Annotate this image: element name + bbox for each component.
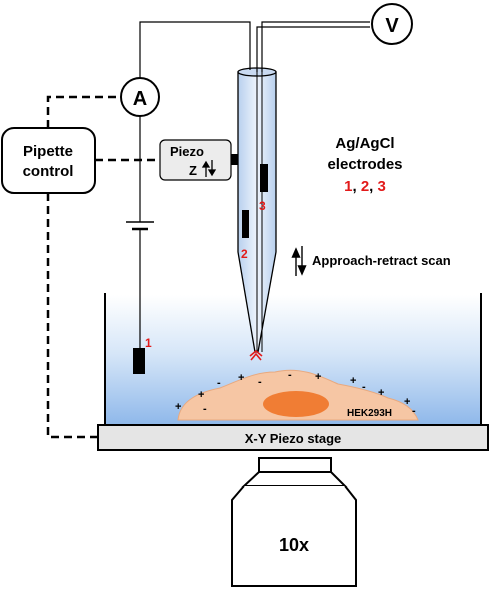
objective-label: 10x: [279, 535, 309, 555]
svg-text:-: -: [412, 405, 416, 417]
electrode-separator-1: ,: [352, 178, 360, 195]
electrode-1-marker: 1: [145, 336, 152, 350]
svg-text:-: -: [362, 381, 366, 393]
electrode-separator-2: ,: [369, 178, 377, 195]
pipette-control-line1: Pipette: [23, 143, 73, 160]
dashed-line-control-stage: [46, 193, 98, 439]
svg-text:+: +: [350, 375, 356, 387]
electrode-3-marker: 3: [259, 199, 266, 213]
piezo-label: Piezo: [170, 144, 204, 159]
pipette-tip: [249, 349, 263, 361]
svg-text:-: -: [288, 369, 292, 381]
cell-label: HEK293H: [347, 408, 392, 419]
dashed-line-control-ammeter: [46, 95, 121, 128]
svg-text:+: +: [378, 387, 384, 399]
stage-label: X-Y Piezo stage: [245, 431, 342, 446]
scan-label: Approach-retract scan: [312, 253, 451, 268]
pipette-control-line2: control: [23, 163, 74, 180]
pipette-control-box: [1, 127, 96, 194]
cell-nucleus: [263, 391, 329, 417]
wire-pipette-voltmeter-1: [256, 26, 370, 72]
electrode-2-marker: 2: [241, 247, 248, 261]
xy-piezo-stage: [97, 424, 489, 451]
objective-body: [231, 485, 357, 587]
electrode-2: [242, 210, 249, 238]
electrode-number-3: 3: [378, 178, 386, 195]
electrode-number-1: 1: [344, 178, 352, 195]
svg-text:+: +: [198, 389, 204, 401]
electrodes-title-line1: Ag/AgCl: [335, 135, 394, 152]
svg-text:-: -: [217, 377, 221, 389]
piezo-clamp: [231, 154, 238, 165]
svg-text:-: -: [203, 403, 207, 415]
svg-text:+: +: [238, 372, 244, 384]
cell-charges: + + + - - - + + - + + - -: [175, 369, 416, 417]
approach-retract-arrows-icon: [291, 246, 307, 276]
objective-neck: [241, 471, 348, 487]
electrode-number-2: 2: [361, 178, 369, 195]
voltmeter-icon: [371, 3, 413, 45]
wire-pipette-voltmeter-2: [261, 21, 370, 72]
svg-text:+: +: [404, 396, 410, 408]
voltmeter-label: V: [385, 15, 399, 37]
svg-text:+: +: [175, 401, 181, 413]
piezo-z-arrows-icon: [201, 160, 217, 177]
svg-text:+: +: [315, 371, 321, 383]
svg-text:-: -: [258, 376, 262, 388]
objective-cap: [258, 457, 332, 473]
electrode-3: [260, 164, 268, 192]
wire-ammeter-pipette: [139, 21, 251, 78]
electrode-1: [133, 348, 145, 374]
electrodes-numbers: 1, 2, 3: [344, 178, 386, 195]
piezo-axis-label: Z: [189, 163, 197, 178]
ammeter-label: A: [133, 88, 147, 110]
electrodes-title-line2: electrodes: [327, 156, 402, 173]
